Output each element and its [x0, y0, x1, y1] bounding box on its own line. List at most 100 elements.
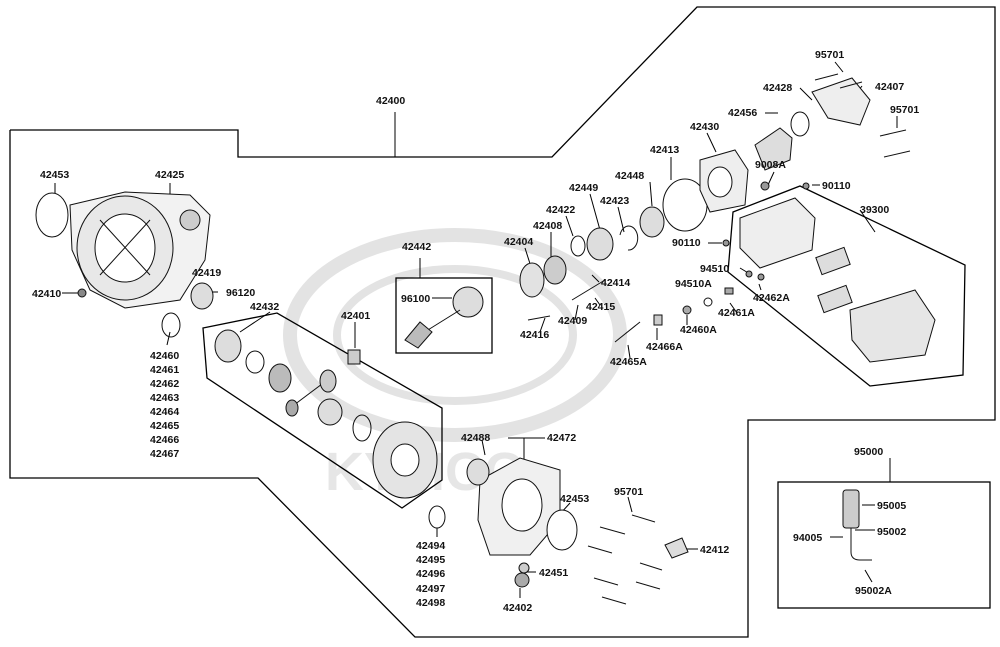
- label-42467: 42467: [150, 448, 179, 460]
- label-95002: 95002: [877, 526, 906, 538]
- sleeve-42456-part: [754, 127, 793, 171]
- label-42495: 42495: [416, 554, 445, 566]
- label-42413: 42413: [650, 144, 679, 156]
- label-39300: 39300: [860, 204, 889, 216]
- label-42408: 42408: [533, 220, 562, 232]
- label-42465A: 42465A: [610, 356, 647, 368]
- label-42488: 42488: [461, 432, 490, 444]
- label-42451: 42451: [539, 567, 568, 579]
- label-42466A: 42466A: [646, 341, 683, 353]
- label-42497: 42497: [416, 583, 445, 595]
- label-42409: 42409: [558, 315, 587, 327]
- label-42425: 42425: [155, 169, 184, 181]
- actuator-housing-part: [739, 197, 816, 269]
- needle-bearing-part: [347, 349, 361, 365]
- gear-group-frame: [202, 312, 443, 509]
- pinion-box: [395, 277, 493, 354]
- label-42498: 42498: [416, 597, 445, 609]
- label-95701-lower: 95701: [614, 486, 643, 498]
- label-95701-top: 95701: [815, 49, 844, 61]
- part-drawings: [35, 73, 936, 605]
- label-90110-left: 90110: [672, 237, 701, 249]
- label-9008A: 9008A: [755, 159, 786, 171]
- label-42415: 42415: [586, 301, 615, 313]
- actuator-cover-part: [849, 289, 936, 363]
- label-42462: 42462: [150, 378, 179, 390]
- plate-42412-part: [664, 537, 689, 559]
- label-42449: 42449: [569, 182, 598, 194]
- actuator-group-frame: [727, 185, 966, 387]
- label-42430: 42430: [690, 121, 719, 133]
- label-42419: 42419: [192, 267, 221, 279]
- label-42461: 42461: [150, 364, 179, 376]
- label-42464: 42464: [150, 406, 179, 418]
- label-42472: 42472: [547, 432, 576, 444]
- label-42432: 42432: [250, 301, 279, 313]
- shaft-42465A-part: [614, 321, 641, 343]
- sleeve-42408-part: [543, 255, 567, 285]
- label-42442: 42442: [402, 241, 431, 253]
- label-42465: 42465: [150, 420, 179, 432]
- seal-42453b-part: [546, 509, 578, 551]
- vent-kit-box: [777, 481, 991, 609]
- label-42453-lower: 42453: [560, 493, 589, 505]
- label-42410: 42410: [32, 288, 61, 300]
- shift-fork-part: [571, 279, 606, 301]
- seal-42453-part: [35, 192, 69, 238]
- label-42453: 42453: [40, 169, 69, 181]
- bearing-42449-part: [586, 227, 614, 261]
- seal-96120-part: [190, 282, 214, 310]
- label-96100: 96100: [401, 293, 430, 305]
- label-94510: 94510: [700, 263, 729, 275]
- label-95701-right: 95701: [890, 104, 919, 116]
- label-42414: 42414: [601, 277, 630, 289]
- part-labels: 42400 42453 42425 42419 42410 96120 4243…: [32, 49, 919, 614]
- label-90110-top: 90110: [822, 180, 851, 192]
- side-gear-part: [268, 363, 292, 393]
- seal-42448-part: [639, 206, 665, 238]
- label-42400: 42400: [376, 95, 405, 107]
- shim-part: [245, 350, 265, 374]
- label-42402: 42402: [503, 602, 532, 614]
- housing-left-part: [69, 191, 211, 309]
- circlip-42423-part: [619, 225, 639, 251]
- label-42401: 42401: [341, 310, 370, 322]
- watermark-logo: KYMCO: [283, 228, 627, 502]
- seal-42488-part: [466, 458, 490, 486]
- bearing-96100-part: [452, 286, 484, 318]
- label-42404: 42404: [504, 236, 533, 248]
- pin-42416-part: [527, 315, 551, 321]
- label-42466: 42466: [150, 434, 179, 446]
- label-95005: 95005: [877, 500, 906, 512]
- bracket-42428-part: [811, 77, 871, 126]
- bearing-part: [214, 329, 242, 363]
- oring-42460-part: [161, 312, 181, 338]
- label-42463: 42463: [150, 392, 179, 404]
- label-42460: 42460: [150, 350, 179, 362]
- motor-part: [815, 246, 851, 276]
- assembly-frame: [9, 6, 996, 638]
- label-42461A: 42461A: [718, 307, 755, 319]
- label-96120: 96120: [226, 287, 255, 299]
- label-42412: 42412: [700, 544, 729, 556]
- label-42460A: 42460A: [680, 324, 717, 336]
- label-42428: 42428: [763, 82, 792, 94]
- label-42456: 42456: [728, 107, 757, 119]
- bearing-42404-part: [519, 262, 545, 298]
- plug-42402-part: [514, 572, 530, 588]
- vent-cap-95005-part: [842, 489, 860, 529]
- label-42494: 42494: [416, 540, 445, 552]
- label-95000: 95000: [854, 446, 883, 458]
- label-42448: 42448: [615, 170, 644, 182]
- bolts-95701-part: [587, 514, 663, 605]
- label-42496: 42496: [416, 568, 445, 580]
- label-95002A: 95002A: [855, 585, 892, 597]
- leader-lines: [54, 61, 898, 598]
- label-42422: 42422: [546, 204, 575, 216]
- vent-hose-95002A-part: [850, 528, 872, 561]
- spider-gear-part: [319, 369, 337, 393]
- label-94005: 94005: [793, 532, 822, 544]
- bolt-42410-part: [77, 288, 87, 298]
- label-42423: 42423: [600, 195, 629, 207]
